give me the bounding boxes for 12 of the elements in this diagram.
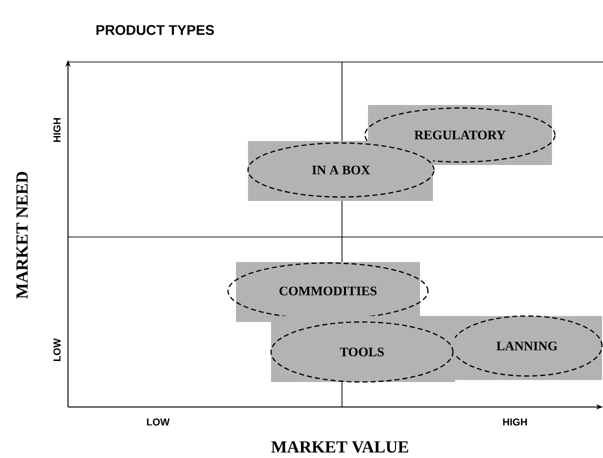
ellipse-box: COMMODITIES: [227, 262, 429, 322]
axis-tick-label: LOW: [53, 338, 61, 361]
ellipse-box: LANNING: [451, 315, 603, 380]
title: PRODUCT TYPES: [96, 25, 214, 35]
axis-tick-label: HIGH: [53, 118, 61, 142]
axis-title: MARKET VALUE: [271, 441, 408, 453]
axis-title: MARKET NEED: [16, 172, 28, 299]
axis-tick-label: HIGH: [503, 418, 527, 426]
axis-tick-label: LOW: [147, 418, 170, 426]
node-label: LANNING: [496, 342, 558, 350]
node-label: TOOLS: [340, 348, 384, 356]
ellipse-box: IN A BOX: [247, 141, 435, 201]
